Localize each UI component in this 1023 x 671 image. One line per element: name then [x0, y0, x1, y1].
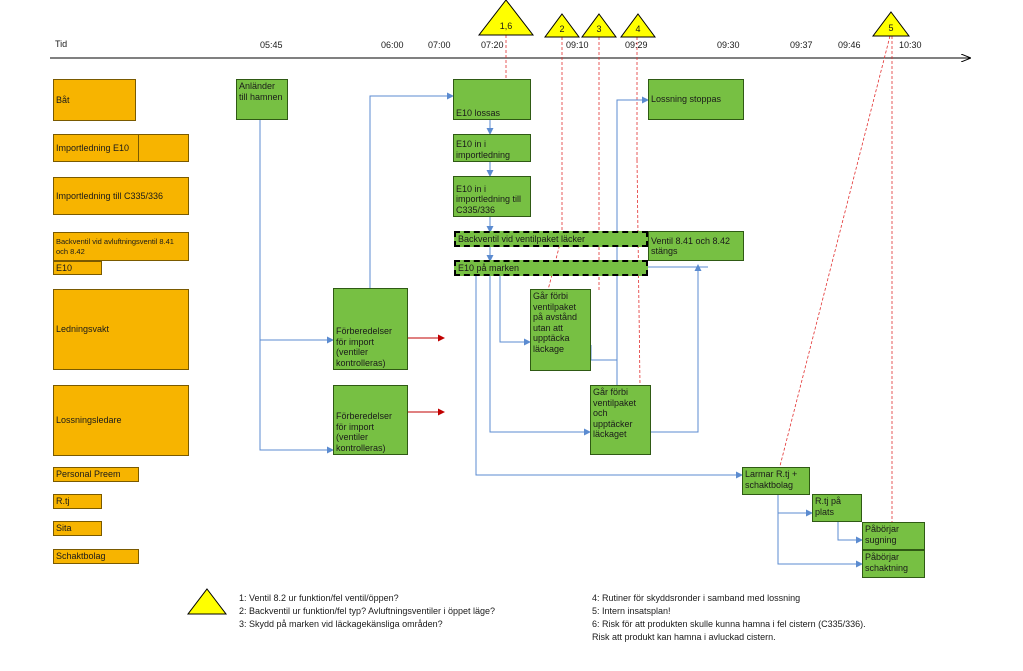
flow-forb1-lossas: [369, 92, 454, 288]
lane-label: Importledning E10: [56, 142, 130, 153]
lane-e10: E10: [53, 261, 102, 275]
event-anlander: Anländer till hamnen: [236, 79, 288, 120]
note-5: 5: Intern insatsplan!: [592, 606, 671, 616]
lane-personal-preem: Personal Preem: [53, 467, 139, 482]
marker-label-1-6: 1,6: [500, 21, 513, 31]
note-3: 3: Skydd på marken vid läckagekänsliga o…: [239, 619, 443, 629]
risk-line-5: [779, 35, 891, 467]
event-forberedelser-lossningsledare: Förberedelser för import (ventiler kontr…: [333, 385, 408, 455]
flow-rtj-sugning: [837, 522, 863, 544]
flow-marken-garforbi2: [489, 275, 591, 436]
event-backventil-lacker: Backventil vid ventilpaket läcker: [454, 231, 648, 247]
event-forberedelser-ledningsvakt: Förberedelser för import (ventiler kontr…: [333, 288, 408, 370]
lane-schaktbolag: Schaktbolag: [53, 549, 139, 564]
flow-gar1-ventil: [590, 345, 617, 361]
lane-bat: Båt: [53, 79, 136, 121]
lane-importledning-e10-divider: [53, 134, 139, 162]
note-6b: Risk att produkt kan hamna i avluckad ci…: [592, 632, 776, 642]
warning-triangle-1-6: [477, 0, 535, 36]
flow-anlander-forb1: [259, 120, 334, 344]
flow-arrows: [259, 92, 863, 568]
marker-label-4: 4: [635, 24, 640, 34]
event-e10-in-importledning-c335: E10 in i importledning till C335/336: [453, 176, 531, 217]
warning-triangle-4: [620, 13, 656, 38]
event-larmar: Larmar R.tj + schaktbolag: [742, 467, 810, 495]
event-gar-forbi-upptacker: Går förbi ventilpaket och upptäcker läck…: [590, 385, 651, 455]
warning-markers: [186, 0, 910, 615]
event-e10-lossas: E10 lossas: [453, 79, 531, 120]
time-tick: 06:00: [381, 40, 404, 50]
event-e10-pa-marken: E10 på marken: [454, 260, 648, 276]
red-arrows: [408, 334, 445, 416]
lane-lossningsledare: Lossningsledare: [53, 385, 189, 456]
flow-garforbi2-ventil: [651, 264, 702, 433]
note-6: 6: Risk för att produkten skulle kunna h…: [592, 619, 866, 629]
event-ventil-stangs: Ventil 8.41 och 8.42 stängs: [648, 231, 744, 261]
axis-label-tid: Tid: [55, 39, 68, 49]
time-tick: 09:46: [838, 40, 861, 50]
event-gar-forbi-avstand: Går förbi ventilpaket på avstånd utan at…: [530, 289, 591, 371]
flow-marken-garforbi1: [499, 275, 531, 346]
time-tick: 09:37: [790, 40, 813, 50]
lane-importledning-c335: Importledning till C335/336: [53, 177, 189, 215]
time-tick: 07:20: [481, 40, 504, 50]
time-tick: 09:10: [566, 40, 589, 50]
flow-garforbi2-stoppas: [616, 96, 649, 385]
time-tick: 07:00: [428, 40, 451, 50]
marker-label-3: 3: [596, 24, 601, 34]
warning-triangle-3: [581, 13, 617, 38]
event-paborjar-sugning: Påbörjar sugning: [862, 522, 925, 550]
warning-triangle-2: [544, 13, 580, 38]
note-2: 2: Backventil ur funktion/fel typ? Avluf…: [239, 606, 495, 616]
lane-rtj: R.tj: [53, 494, 102, 509]
event-rtj-pa-plats: R.tj på plats: [812, 494, 862, 522]
warning-triangle-5: [872, 11, 910, 37]
time-tick: 05:45: [260, 40, 283, 50]
marker-label-5: 5: [888, 23, 893, 33]
lane-ledningsvakt: Ledningsvakt: [53, 289, 189, 370]
lane-sita: Sita: [53, 521, 102, 536]
flow-marken-larmar: [475, 275, 743, 479]
lane-backventil: Backventil vid avluftningsventil 8.41 oc…: [53, 232, 189, 261]
event-paborjar-schaktning: Påbörjar schaktning: [862, 550, 925, 578]
time-tick: 09:29: [625, 40, 648, 50]
flow-anlander-forb2: [259, 340, 334, 454]
lane-importledning-e10: Importledning E10: [53, 134, 189, 162]
flow-larmar-rtj: [777, 495, 813, 517]
note-4: 4: Rutiner för skyddsronder i samband me…: [592, 593, 801, 603]
note-1: 1: Ventil 8.2 ur funktion/fel ventil/öpp…: [239, 593, 399, 603]
marker-label-2: 2: [559, 24, 564, 34]
time-tick: 10:30: [899, 40, 922, 50]
event-lossning-stoppas: Lossning stoppas: [648, 79, 744, 120]
warning-triangle-legend: [186, 588, 228, 615]
event-e10-in-importledning: E10 in i importledning: [453, 134, 531, 162]
flow-larmar-schakt: [777, 513, 863, 568]
time-tick: 09:30: [717, 40, 740, 50]
risk-lines: [505, 35, 893, 522]
